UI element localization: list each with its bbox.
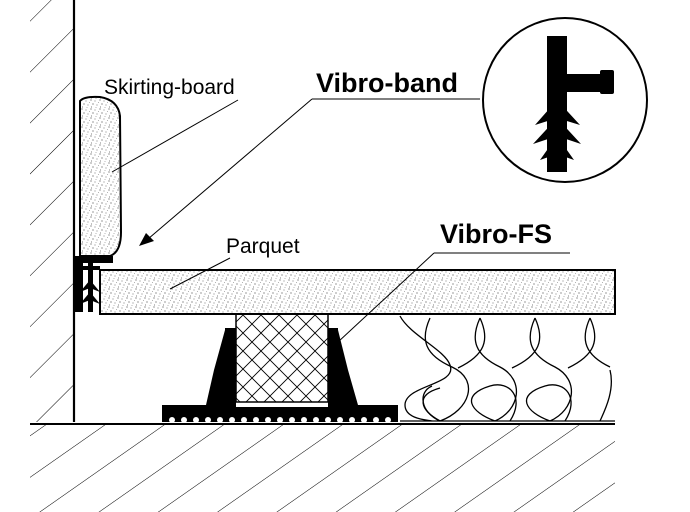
leader-lines xyxy=(111,98,570,343)
floor-slab xyxy=(30,423,615,512)
skirting-board-label: Skirting-board xyxy=(104,76,235,99)
vibro-fs-support xyxy=(162,328,398,423)
vibro-band-label: Vibro-band xyxy=(316,68,458,98)
parquet-board xyxy=(99,269,616,315)
wall xyxy=(30,0,76,422)
vibro-band-arrowhead xyxy=(139,233,154,246)
skirting-board xyxy=(79,95,123,257)
parquet-label: Parquet xyxy=(226,235,300,258)
vibro-fs-label: Vibro-FS xyxy=(440,219,552,249)
vibro-band-detail xyxy=(533,36,614,172)
insulation-layer xyxy=(399,315,615,422)
vibro-band-profile xyxy=(75,256,113,312)
detail-magnifier xyxy=(482,17,648,183)
wooden-bearer xyxy=(235,313,329,403)
